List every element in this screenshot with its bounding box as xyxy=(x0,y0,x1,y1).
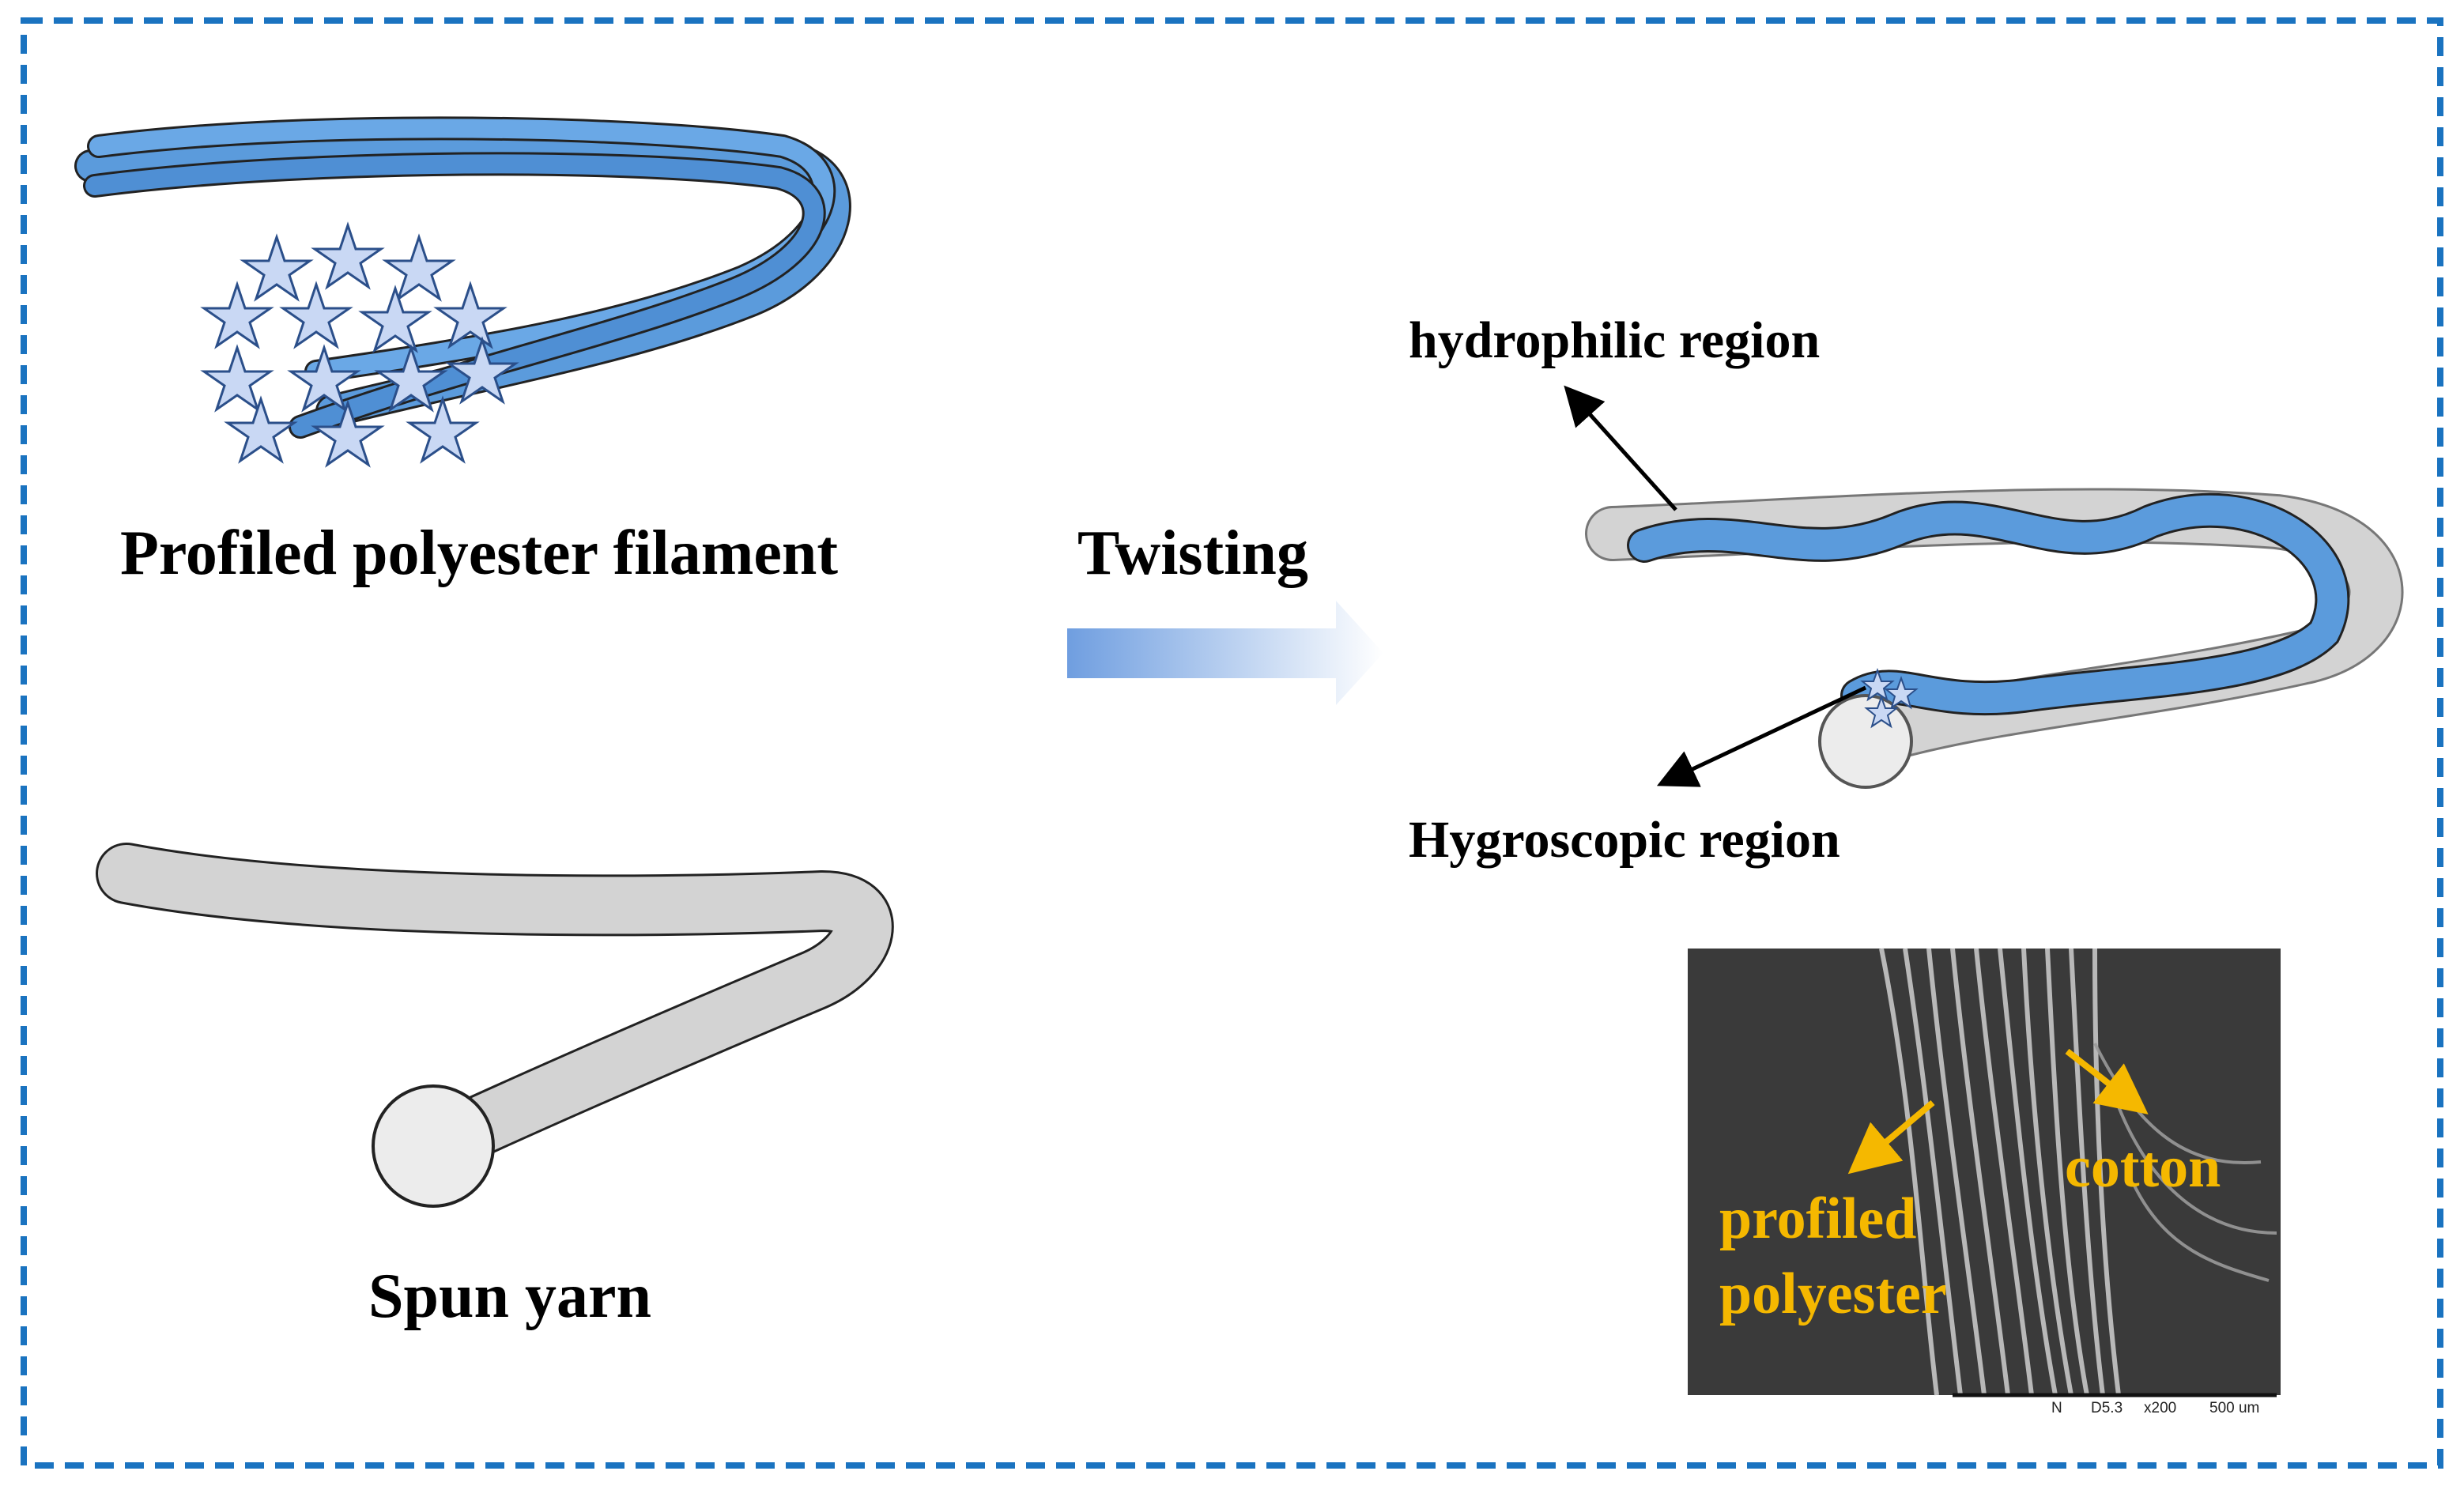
hygroscopic-region-label: Hygroscopic region xyxy=(1409,811,1840,869)
sem-label-cotton: cotton xyxy=(2065,1135,2221,1200)
sem-label-polyester: polyester xyxy=(1719,1262,1947,1326)
twisted-composite-yarn-illustration xyxy=(1585,488,2404,789)
sem-scale-mag: x200 xyxy=(2144,1400,2177,1416)
sem-scale-d: D5.3 xyxy=(2091,1400,2123,1416)
sem-scale-length: 500 um xyxy=(2209,1400,2260,1416)
spun-yarn-label: Spun yarn xyxy=(368,1262,651,1331)
hygroscopic-pointer-arrow xyxy=(1656,685,1867,787)
sem-label-profiled: profiled xyxy=(1719,1186,1917,1251)
twisting-label: Twisting xyxy=(1077,519,1308,588)
dashed-frame-border xyxy=(21,17,2443,1469)
sem-micrograph xyxy=(1688,948,2281,1397)
sem-scale-n: N xyxy=(2051,1400,2062,1416)
sem-arrow-cotton xyxy=(2065,1048,2149,1114)
spun-yarn-illustration xyxy=(96,843,894,1208)
hydrophilic-region-label: hydrophilic region xyxy=(1409,311,1821,369)
profiled-polyester-filament-label: Profiled polyester filament xyxy=(120,519,838,588)
profiled-polyester-filament-illustration xyxy=(74,116,851,468)
sem-arrow-profiled xyxy=(1847,1099,1935,1175)
hydrophilic-pointer-arrow xyxy=(1564,385,1677,511)
twisting-arrow xyxy=(1067,601,1383,705)
